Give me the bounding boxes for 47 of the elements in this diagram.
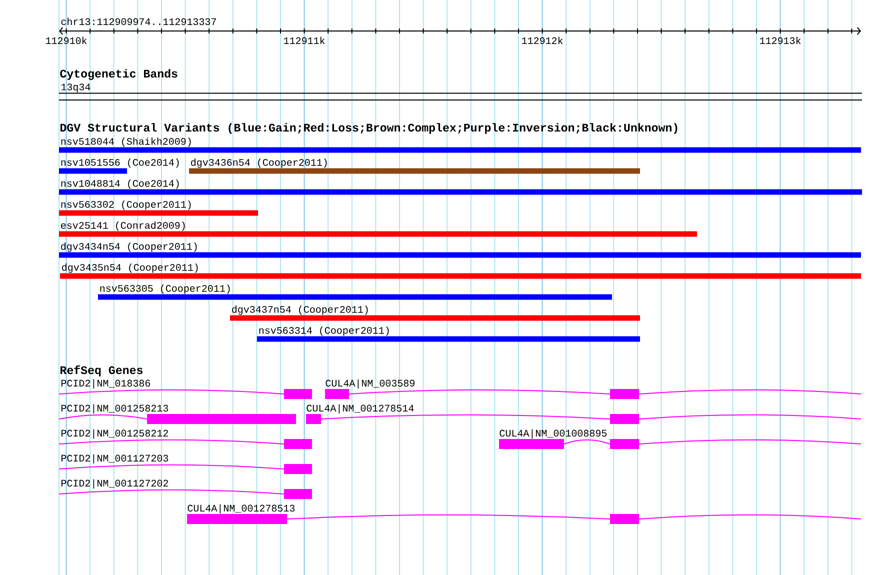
node-label: PCID2|NM_018386: [61, 379, 150, 389]
ruler-title: chr13:112909974..112913337: [61, 18, 216, 26]
variant-bar: dgv3436n54 (Cooper2011): [189, 158, 640, 174]
gene-model: CUL4A|NM_003589: [325, 379, 862, 399]
variant-bar: nsv563314 (Cooper2011): [257, 326, 640, 342]
gene-model: CUL4A|NM_001278514: [306, 404, 862, 424]
node-label: PCID2|NM_001258212: [61, 429, 168, 439]
tick-label: 112911k: [284, 36, 325, 44]
variant-bar: nsv1051556 (Coe2014): [59, 158, 179, 174]
node-label: PCID2|NM_001127203: [61, 454, 168, 464]
node-label: dgv3435n54 (Cooper2011): [62, 263, 198, 273]
variant-bar: dgv3437n54 (Cooper2011): [230, 305, 640, 321]
variant-bar: esv25141 (Conrad2009): [59, 221, 698, 237]
node-label: CUL4A|NM_001278514: [306, 404, 414, 414]
node-label: nsv1051556 (Coe2014): [61, 158, 179, 168]
node-label: dgv3437n54 (Cooper2011): [232, 305, 368, 315]
variant-bar: dgv3434n54 (Cooper2011): [59, 242, 862, 258]
gene-model: PCID2|NM_018386: [58, 379, 312, 399]
gene-model: PCID2|NM_001127203: [58, 454, 312, 474]
node-label: nsv563314 (Cooper2011): [259, 326, 389, 336]
variant-bar: dgv3435n54 (Cooper2011): [60, 263, 862, 279]
gene-model: CUL4A|NM_001008895: [499, 429, 862, 449]
node-label: dgv3436n54 (Cooper2011): [191, 158, 327, 168]
node-label: nsv563302 (Cooper2011): [61, 200, 191, 210]
node-label: esv25141 (Conrad2009): [61, 221, 185, 231]
variant-bar: nsv563305 (Cooper2011): [98, 284, 612, 300]
gene-model: PCID2|NM_001258212: [58, 429, 312, 449]
node-label: nsv518044 (Shaikh2009): [61, 137, 191, 147]
gene-model: CUL4A|NM_001278513: [187, 504, 862, 524]
node-label: nsv563305 (Cooper2011): [100, 284, 230, 294]
tick-label: 112913k: [760, 36, 801, 44]
node-label: CUL4A|NM_003589: [326, 379, 415, 389]
tick-label: 112912k: [522, 36, 563, 44]
track-heading: DGV Structural Variants (Blue:Gain;Red:Loss;Brown:Complex;Purple:Inversion;Black:Unknown): [60, 123, 678, 134]
gene-model: PCID2|NM_001127202: [58, 479, 312, 499]
node-label: CUL4A|NM_001008895: [500, 429, 607, 439]
gene-model: PCID2|NM_001258213: [58, 404, 296, 424]
node-label: CUL4A|NM_001278513: [188, 504, 295, 514]
cytoband: 13q34: [58, 84, 863, 100]
node-label: PCID2|NM_001258213: [61, 404, 168, 414]
node-label: PCID2|NM_001127202: [61, 479, 168, 489]
tick-label: 112910k: [46, 36, 87, 44]
node-label: dgv3434n54 (Cooper2011): [61, 242, 197, 252]
variant-bar: nsv518044 (Shaikh2009): [59, 137, 862, 153]
variant-bar: nsv1048814 (Coe2014): [59, 179, 862, 195]
variant-bar: nsv563302 (Cooper2011): [59, 200, 258, 216]
node-label: nsv1048814 (Coe2014): [61, 179, 179, 189]
